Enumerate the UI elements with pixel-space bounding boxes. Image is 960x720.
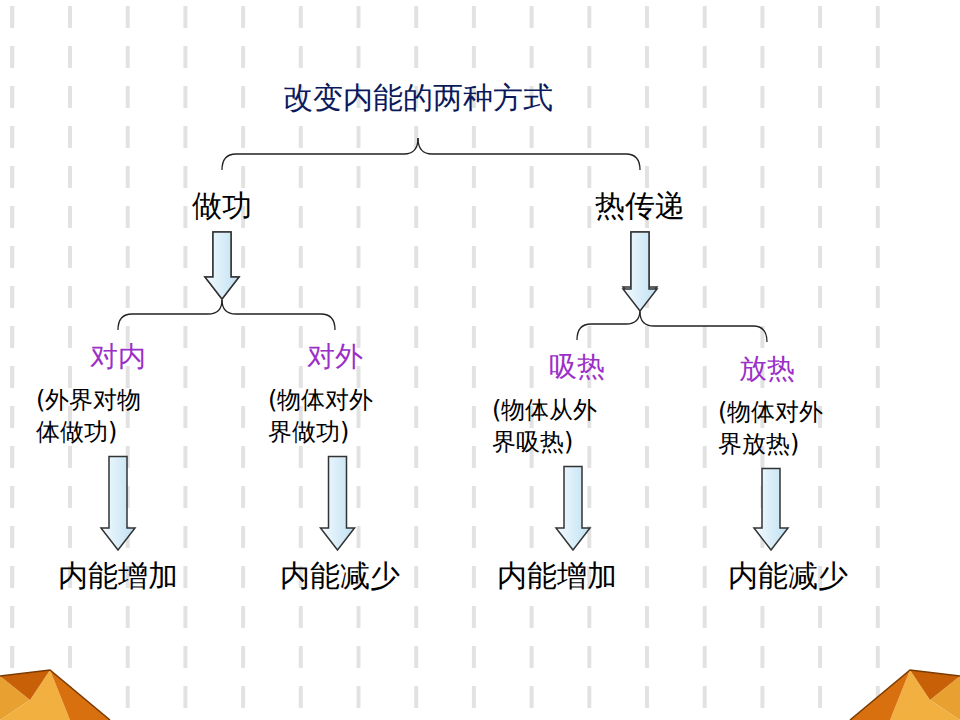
node-label: 内能增加	[58, 558, 178, 594]
node-label: 改变内能的两种方式	[283, 80, 553, 116]
node-label: 对外	[307, 340, 363, 374]
brace	[222, 138, 418, 170]
text-node: 热传递	[595, 188, 685, 224]
node-label: 内能减少	[280, 558, 400, 594]
hollow-arrow	[623, 232, 657, 311]
text-node: 内能增加	[497, 558, 617, 594]
text-node: 改变内能的两种方式	[283, 80, 553, 116]
node-label: 放热	[739, 352, 795, 386]
node-label: 对内	[90, 340, 146, 374]
text-node: 内能增加	[58, 558, 178, 594]
hollow-arrow	[205, 232, 239, 299]
corner-ornament	[850, 670, 960, 720]
connector	[101, 456, 135, 550]
corner-ornament	[0, 670, 110, 720]
connector	[556, 466, 590, 550]
brace	[118, 300, 222, 330]
hollow-arrow	[321, 456, 355, 550]
brace	[418, 138, 640, 170]
dash-lines	[0, 0, 920, 720]
connector	[205, 232, 335, 330]
node-note: (物体对外 界做功)	[268, 384, 378, 449]
connector	[222, 138, 418, 170]
connector	[754, 468, 788, 550]
text-node: 对外 (物体对外 界做功)	[268, 340, 378, 448]
hollow-arrow	[556, 466, 590, 550]
text-node: 放热 (物体对外 界放热)	[718, 352, 828, 460]
text-node: 内能减少	[728, 558, 848, 594]
node-label: 内能减少	[728, 558, 848, 594]
connector	[118, 232, 239, 330]
connector	[321, 456, 355, 550]
hollow-arrow	[754, 468, 788, 550]
node-note: (物体从外 界吸热)	[492, 394, 602, 459]
node-note: (物体对外 界放热)	[718, 396, 828, 461]
brace	[222, 300, 335, 330]
node-label: 热传递	[595, 188, 685, 224]
node-label: 内能增加	[497, 558, 617, 594]
connector	[623, 232, 767, 342]
text-node: 对内 (外界对物 体做功)	[36, 340, 146, 448]
node-note: (外界对物 体做功)	[36, 384, 146, 449]
node-label: 吸热	[549, 350, 605, 384]
text-node: 内能减少	[280, 558, 400, 594]
text-node: 吸热 (物体从外 界吸热)	[492, 350, 605, 458]
text-node: 做功	[192, 188, 252, 224]
connector	[418, 138, 640, 170]
brace	[640, 312, 767, 342]
hollow-arrow	[101, 456, 135, 550]
node-label: 做功	[192, 188, 252, 224]
brace	[577, 310, 640, 340]
hollow-arrow	[205, 232, 239, 299]
